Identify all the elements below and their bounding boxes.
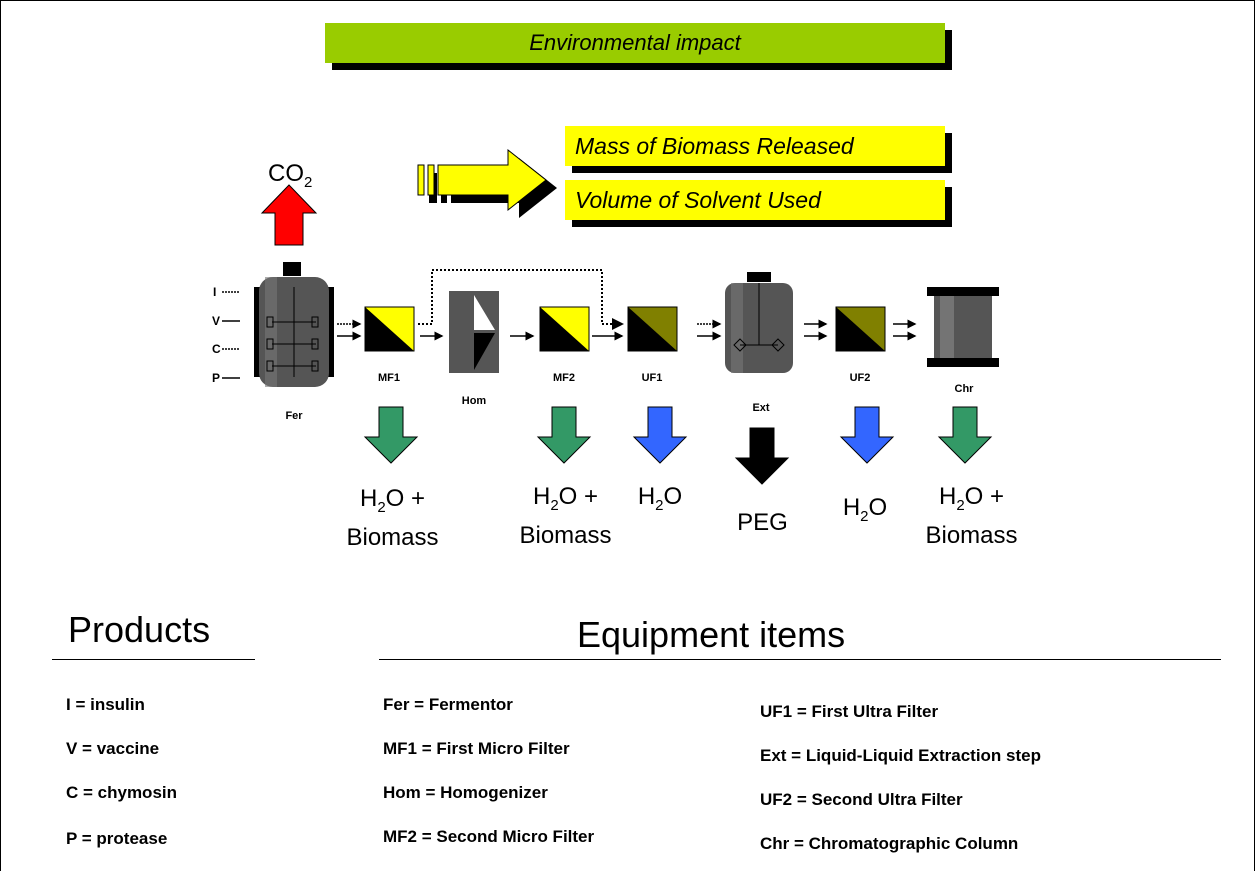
legend-mf2: MF2 = Second Micro Filter (383, 827, 595, 846)
legend-chr: Chr = Chromatographic Column (760, 834, 1019, 853)
uf2-water-arrow-icon (839, 406, 895, 464)
equipment-divider (379, 659, 1221, 660)
label-mf1: MF1 (378, 372, 400, 384)
legend-uf2: UF2 = Second Ultra Filter (760, 790, 963, 809)
input-label-p: P (212, 371, 221, 385)
mf2-biomass-arrow-icon (536, 406, 592, 464)
input-label-c: C (212, 342, 221, 356)
product-input-lines (222, 291, 240, 379)
output-uf2: H2O (842, 494, 888, 525)
legend-product-vaccine: V = vaccine (66, 739, 160, 758)
chromatography-column-icon (927, 287, 999, 367)
output-mf2: H2O + Biomass (519, 483, 612, 549)
products-divider (52, 659, 255, 660)
co2-arrow-icon (260, 184, 318, 246)
output-chr: H2O + Biomass (925, 483, 1018, 549)
impact-volume-solvent: Volume of Solvent Used (565, 180, 945, 220)
output-uf1: H2O (637, 483, 683, 514)
process-diagram (222, 148, 999, 485)
label-uf1: UF1 (641, 372, 663, 384)
legend-uf1: UF1 = First Ultra Filter (760, 702, 939, 721)
output-mf1: H2O + Biomass (346, 485, 439, 551)
mf1-filter-icon (364, 306, 415, 352)
legend-hom: Hom = Homogenizer (383, 783, 548, 802)
chr-biomass-arrow-icon (937, 406, 993, 464)
legend-fer: Fer = Fermentor (383, 695, 513, 714)
uf1-water-arrow-icon (632, 406, 688, 464)
equipment-heading: Equipment items (577, 614, 846, 655)
label-uf2: UF2 (849, 372, 871, 384)
label-chr: Chr (954, 383, 974, 395)
impact-mass-biomass: Mass of Biomass Released (565, 126, 945, 166)
legend-product-protease: P = protease (66, 829, 168, 848)
ext-peg-arrow-icon (734, 427, 790, 485)
homogenizer-icon (449, 291, 499, 373)
fermentor-icon (254, 262, 334, 387)
co2-label: CO2 (268, 160, 313, 191)
legend-product-insulin: I = insulin (66, 695, 145, 714)
extractor-icon (725, 272, 793, 373)
label-mf2: MF2 (553, 372, 575, 384)
page-title: Environmental impact (325, 23, 945, 63)
legend-product-chymosin: C = chymosin (66, 783, 178, 802)
products-heading: Products (68, 609, 211, 650)
output-ext: PEG (737, 509, 788, 536)
mf2-filter-icon (539, 306, 590, 352)
legend-mf1: MF1 = First Micro Filter (383, 739, 570, 758)
uf1-filter-icon (627, 306, 678, 352)
label-ext: Ext (752, 402, 770, 414)
label-fer: Fer (285, 410, 303, 422)
label-hom: Hom (461, 395, 487, 407)
input-label-v: V (212, 314, 221, 328)
mf1-biomass-arrow-icon (363, 406, 419, 464)
legend-ext: Ext = Liquid-Liquid Extraction step (760, 746, 1041, 765)
impact-arrow-icon (417, 148, 557, 218)
uf2-filter-icon (835, 306, 886, 352)
input-label-i: I (213, 285, 217, 299)
